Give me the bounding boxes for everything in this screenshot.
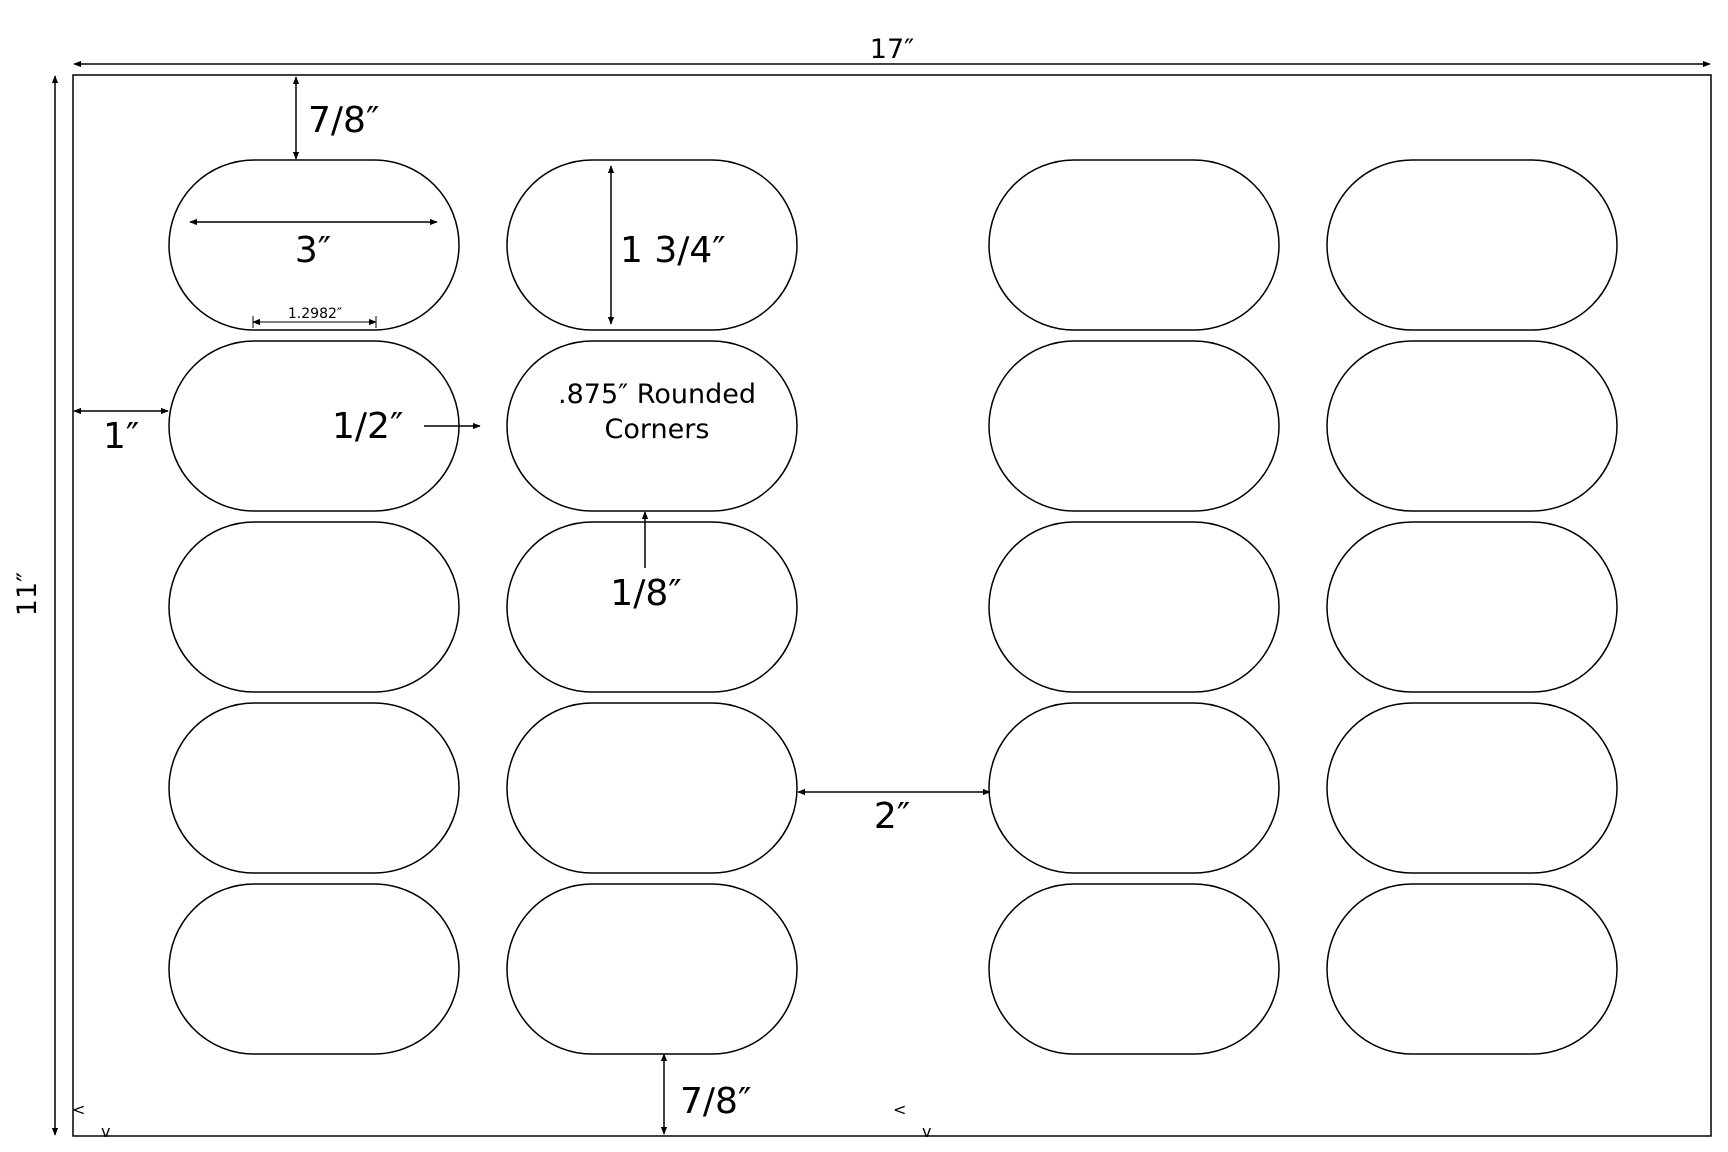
bottom-mark-center: v <box>922 1122 931 1141</box>
label-r4-c4 <box>1326 702 1618 874</box>
row-gap-label: 1/8″ <box>610 573 681 614</box>
column-gap-label: 1/2″ <box>332 406 403 447</box>
label-r3-c1 <box>168 521 460 693</box>
label-height-label: 1 3/4″ <box>620 230 726 271</box>
label-r1-c1 <box>168 159 460 331</box>
label-r2-c2 <box>506 340 798 512</box>
bottom-margin-label: 7/8″ <box>680 1081 751 1122</box>
label-r5-c3 <box>988 883 1280 1055</box>
sheet-height-label: 11″ <box>12 572 43 616</box>
label-r3-c4 <box>1326 521 1618 693</box>
label-r1-c4 <box>1326 159 1618 331</box>
label-r3-c2 <box>506 521 798 693</box>
sheet-outline <box>72 74 1712 1137</box>
label-r4-c2 <box>506 702 798 874</box>
label-width-label: 3″ <box>295 230 331 271</box>
corner-radius-label-line1: .875″ Rounded <box>558 379 756 410</box>
corner-mark-left: < <box>72 1100 85 1119</box>
label-r1-c3 <box>988 159 1280 331</box>
center-gap-label: 2″ <box>874 796 910 837</box>
label-r2-c3 <box>988 340 1280 512</box>
label-r2-c1 <box>168 340 460 512</box>
label-r4-c1 <box>168 702 460 874</box>
corner-radius-label-line2: Corners <box>605 414 710 445</box>
label-r4-c3 <box>988 702 1280 874</box>
bottom-mark-left: v <box>101 1122 110 1141</box>
label-r5-c1 <box>168 883 460 1055</box>
label-r5-c4 <box>1326 883 1618 1055</box>
top-margin-label: 7/8″ <box>308 100 379 141</box>
left-margin-label: 1″ <box>103 416 139 457</box>
corner-mark-center: < <box>893 1100 906 1119</box>
label-r2-c4 <box>1326 340 1618 512</box>
label-r1-c2 <box>506 159 798 331</box>
straight-edge-label: 1.2982″ <box>288 306 342 322</box>
label-grid <box>168 159 1618 1055</box>
label-r5-c2 <box>506 883 798 1055</box>
sheet-width-label: 17″ <box>870 34 914 65</box>
label-r3-c3 <box>988 521 1280 693</box>
